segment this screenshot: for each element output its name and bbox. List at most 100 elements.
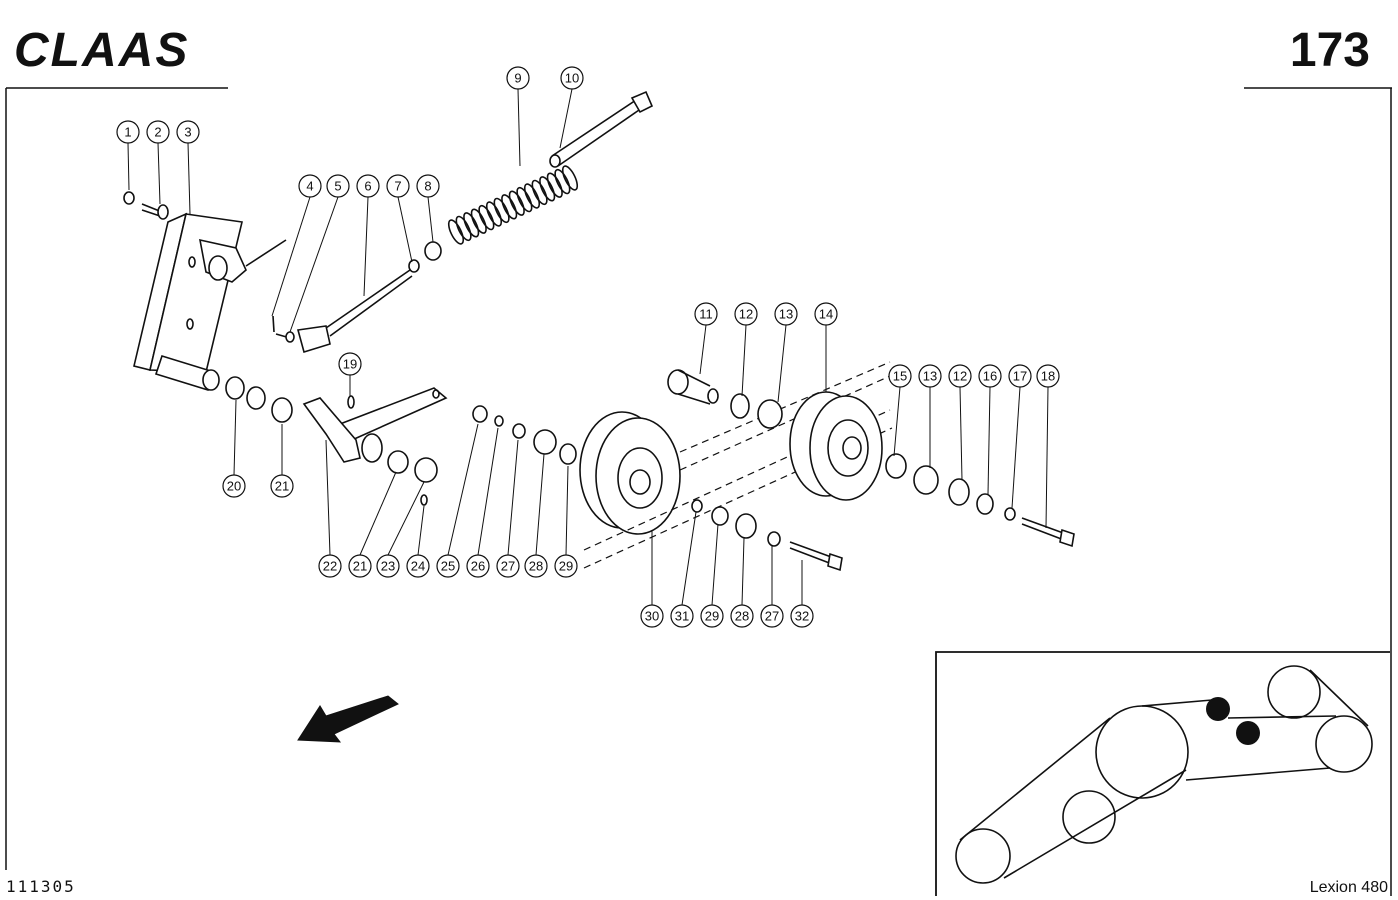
callout-circle xyxy=(670,604,694,628)
ring-part xyxy=(711,506,729,526)
callout-label: 18 xyxy=(1041,369,1055,384)
callout-label: 17 xyxy=(1013,369,1027,384)
pulley-part xyxy=(579,411,681,535)
callout-circle xyxy=(376,554,400,578)
pulley-part xyxy=(789,391,883,501)
bushing-part xyxy=(387,450,409,474)
callout-leader xyxy=(233,399,237,476)
washer-part xyxy=(494,415,504,427)
callout-circle xyxy=(356,174,380,198)
callout-label: 7 xyxy=(394,179,401,194)
pin-part xyxy=(667,369,719,405)
ring-part xyxy=(730,393,750,419)
page-header: CLAAS 173 xyxy=(5,24,1392,896)
nut-part xyxy=(472,405,488,423)
washer-part xyxy=(976,493,994,515)
callout-leader xyxy=(987,386,991,495)
callout-label: 29 xyxy=(559,559,573,574)
callout-label: 20 xyxy=(227,479,241,494)
callout-circle xyxy=(1036,364,1060,388)
callout-leader xyxy=(681,511,697,606)
callout-circle xyxy=(948,364,972,388)
ring-part xyxy=(767,531,781,547)
drawing-id: 111305 xyxy=(6,877,76,896)
callout-circle xyxy=(524,554,548,578)
bushing-part xyxy=(271,397,293,423)
callout-circle xyxy=(760,604,784,628)
spring-part xyxy=(447,165,579,245)
belt-drive-inset xyxy=(935,651,1390,896)
callout-label: 24 xyxy=(411,559,425,574)
callout-leader xyxy=(893,386,901,457)
page-number: 173 xyxy=(1290,24,1370,77)
brand-logo: CLAAS xyxy=(14,24,189,77)
tension-rod-part xyxy=(296,269,413,354)
callout-circle xyxy=(506,66,530,90)
callout-label: 21 xyxy=(353,559,367,574)
callout-label: 9 xyxy=(514,71,521,86)
callout-circle xyxy=(466,554,490,578)
callout-circle xyxy=(734,302,758,326)
callout-label: 29 xyxy=(705,609,719,624)
callout-circle xyxy=(270,474,294,498)
callout-leader xyxy=(565,465,569,556)
callout-leader xyxy=(387,481,425,556)
bearing-part xyxy=(757,399,783,429)
callout-label: 6 xyxy=(364,179,371,194)
callout-circle xyxy=(978,364,1002,388)
callout-circle xyxy=(496,554,520,578)
callout-circle xyxy=(888,364,912,388)
callout-circle xyxy=(146,120,170,144)
callout-circle xyxy=(730,604,754,628)
nut-part xyxy=(408,259,420,273)
callout-label: 25 xyxy=(441,559,455,574)
bolt-part xyxy=(141,203,169,220)
washer-part xyxy=(1004,507,1016,521)
callout-leader xyxy=(397,196,413,263)
callout-circle xyxy=(386,174,410,198)
callout-circle xyxy=(700,604,724,628)
callout-circle xyxy=(1008,364,1032,388)
callout-circle xyxy=(338,352,362,376)
model-label: Lexion 480 xyxy=(1310,879,1388,896)
callout-circle xyxy=(298,174,322,198)
callout-circle xyxy=(116,120,140,144)
ring-part xyxy=(559,443,577,465)
callout-label: 12 xyxy=(953,369,967,384)
callout-leader xyxy=(417,505,425,556)
callout-leader xyxy=(289,196,339,333)
callout-leader xyxy=(359,471,397,556)
callout-leader xyxy=(741,324,747,397)
callout-label: 12 xyxy=(739,307,753,322)
callout-label: 5 xyxy=(334,179,341,194)
callout-label: 15 xyxy=(893,369,907,384)
callout-label: 22 xyxy=(323,559,337,574)
ring-part xyxy=(512,423,526,439)
washer-part xyxy=(123,191,135,205)
callout-label: 1 xyxy=(124,125,131,140)
callout-circle xyxy=(176,120,200,144)
callout-leader xyxy=(1011,386,1021,509)
exploded-view xyxy=(123,90,1075,743)
bushing-part xyxy=(885,453,907,479)
callout-leader xyxy=(363,196,369,297)
callout-circle xyxy=(406,554,430,578)
ring-part xyxy=(246,386,266,410)
callout-leader xyxy=(559,88,573,149)
tension-arm-part xyxy=(302,387,448,463)
grease-nipple-part xyxy=(420,494,428,506)
bolt-part xyxy=(347,395,355,409)
callout-leader xyxy=(535,453,545,556)
callout-label: 2 xyxy=(154,125,161,140)
callout-circle xyxy=(222,474,246,498)
callout-circle xyxy=(436,554,460,578)
callout-label: 3 xyxy=(184,125,191,140)
tension-roller-icon xyxy=(1206,697,1230,721)
callout-circle xyxy=(774,302,798,326)
callout-leader xyxy=(477,427,499,556)
callout-circle xyxy=(790,604,814,628)
callout-label: 26 xyxy=(471,559,485,574)
washer-part xyxy=(691,499,703,513)
callout-leader xyxy=(187,142,191,215)
